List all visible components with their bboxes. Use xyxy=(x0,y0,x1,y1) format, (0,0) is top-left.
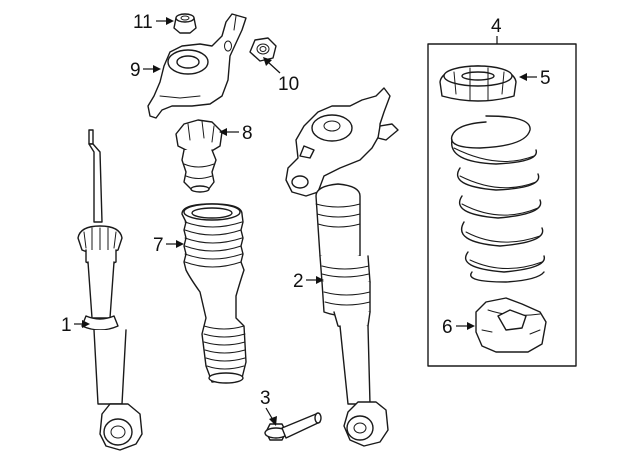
callout-10-label: 10 xyxy=(278,74,299,95)
callout-6: 6 xyxy=(442,317,475,338)
callout-4-label: 4 xyxy=(491,16,502,37)
callout-3: 3 xyxy=(260,388,277,426)
callout-9: 9 xyxy=(130,60,161,81)
callout-6-label: 6 xyxy=(442,317,453,338)
part-9-upper-mount xyxy=(147,13,247,119)
part-4-group-box xyxy=(427,43,577,367)
part-2-air-strut xyxy=(285,87,399,447)
callout-11-label: 11 xyxy=(133,12,153,33)
callout-8-label: 8 xyxy=(242,123,253,144)
part-7-dust-boot xyxy=(181,203,247,384)
part-4-coil-spring xyxy=(450,115,545,283)
part-3-bolt xyxy=(264,412,322,441)
part-10-flange-nut xyxy=(249,37,277,62)
callout-1: 1 xyxy=(61,315,90,336)
part-5-upper-spring-seat xyxy=(439,65,517,102)
callout-5: 5 xyxy=(519,68,551,89)
callout-3-label: 3 xyxy=(260,388,271,409)
callout-1-label: 1 xyxy=(61,315,72,336)
callout-2-label: 2 xyxy=(293,271,304,292)
callout-9-label: 9 xyxy=(130,60,141,81)
callout-10: 10 xyxy=(263,57,299,95)
part-8-bump-stop xyxy=(175,119,223,193)
part-6-lower-spring-seat xyxy=(475,297,547,353)
part-1-shock-absorber xyxy=(77,129,143,451)
part-11-nut xyxy=(173,13,197,34)
callout-4: 4 xyxy=(491,16,502,44)
callout-2: 2 xyxy=(293,271,324,292)
callout-7: 7 xyxy=(153,235,184,256)
callout-7-label: 7 xyxy=(153,235,164,256)
callout-5-label: 5 xyxy=(540,68,551,89)
callout-11: 11 xyxy=(133,12,174,33)
callout-8: 8 xyxy=(219,123,253,144)
